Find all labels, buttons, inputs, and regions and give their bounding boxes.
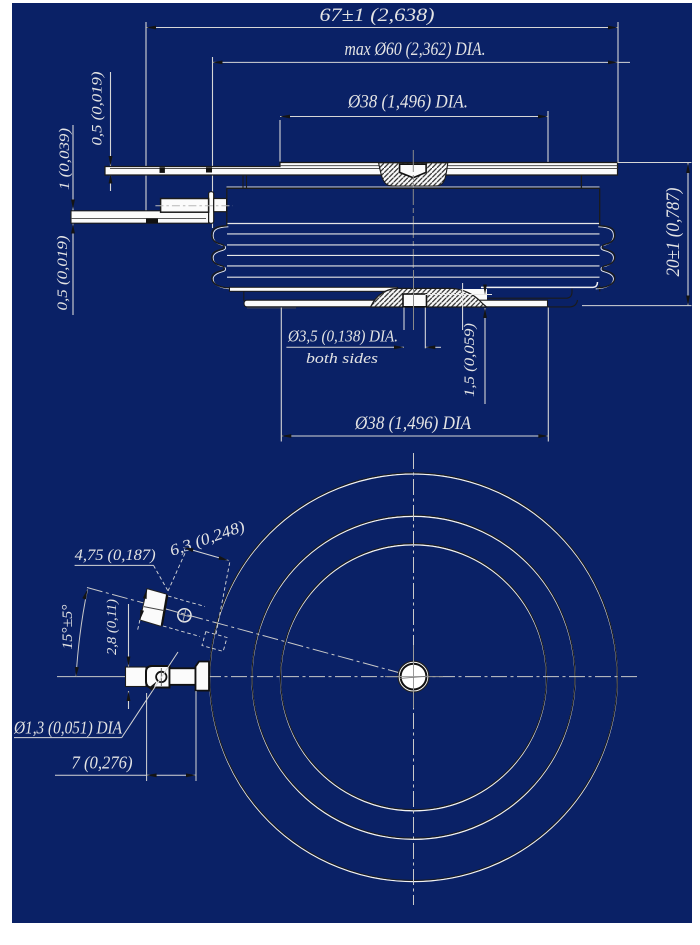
svg-text:4,75 (0,187): 4,75 (0,187) [75,547,156,564]
svg-text:7 (0,276): 7 (0,276) [72,753,133,773]
svg-text:67±1 (2,638): 67±1 (2,638) [320,5,435,26]
svg-text:1 (0,039): 1 (0,039) [57,128,73,190]
svg-text:1,5 (0,059): 1,5 (0,059) [462,323,478,397]
svg-text:20±1 (0,787): 20±1 (0,787) [663,188,684,277]
svg-text:Ø38 (1,496) DIA.: Ø38 (1,496) DIA. [347,92,468,113]
svg-text:Ø3,5 (0,138) DIA.: Ø3,5 (0,138) DIA. [287,327,398,346]
svg-text:0,5 (0,019): 0,5 (0,019) [90,71,106,145]
svg-text:15°±5°: 15°±5° [60,605,76,650]
svg-text:Ø1,3 (0,051) DIA: Ø1,3 (0,051) DIA [13,718,122,738]
svg-text:both sides: both sides [306,351,378,367]
svg-text:max Ø60 (2,362) DIA.: max Ø60 (2,362) DIA. [345,39,486,60]
svg-text:2,8 (0,11): 2,8 (0,11) [105,599,120,655]
svg-text:Ø38 (1,496) DIA: Ø38 (1,496) DIA [354,413,471,434]
svg-text:0,5 (0,019): 0,5 (0,019) [55,235,71,310]
